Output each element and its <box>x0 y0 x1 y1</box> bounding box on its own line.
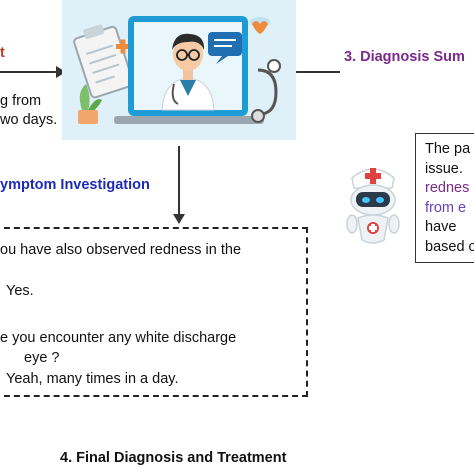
summary-line: have <box>425 219 457 235</box>
summary-line: rednes <box>425 180 470 196</box>
step3-title: 3. Diagnosis Sum <box>344 49 465 65</box>
step1-text-line-2: wo days. <box>0 112 58 128</box>
summary-line: based o <box>425 238 474 255</box>
summary-line: from e <box>425 199 467 216</box>
step1-title: t <box>0 45 5 61</box>
dialogue-question-1: ou have also observed redness in the <box>0 242 242 258</box>
dialogue-question-2: e you encounter any white discharge <box>0 330 237 346</box>
step1-text-line-1: g from <box>0 93 42 109</box>
arrowhead-down-icon <box>173 214 185 224</box>
doctor-icon <box>73 16 281 124</box>
summary-line: The pa <box>425 141 471 157</box>
dialogue-answer-2: Yeah, many times in a day. <box>6 371 179 387</box>
robot-icon <box>346 168 400 244</box>
arrow-down-to-dialogue <box>178 146 180 216</box>
dialogue-box <box>0 227 308 397</box>
summary-line: issue. <box>425 160 463 177</box>
arrow-step1-to-center <box>0 71 58 73</box>
step4-title: 4. Final Diagnosis and Treatment <box>60 450 287 466</box>
doctor-illustration-panel <box>62 0 296 140</box>
diagnosis-summary-box <box>415 133 474 263</box>
step2-title: ymptom Investigation <box>0 177 150 193</box>
arrowhead-icon <box>56 66 66 78</box>
dialogue-question-2-cont: eye ? <box>24 350 60 366</box>
dialogue-answer-1: Yes. <box>6 283 34 299</box>
connector-to-step3 <box>296 71 340 73</box>
